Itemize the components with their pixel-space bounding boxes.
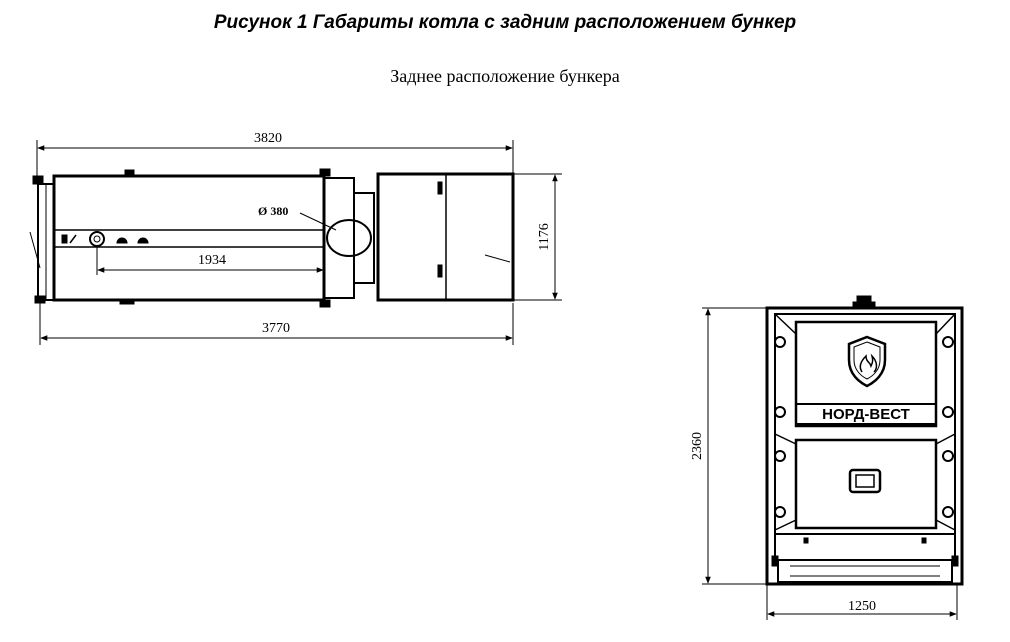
dim-height-front [702, 307, 770, 585]
brand-plate [795, 403, 937, 425]
door-hinges [774, 336, 954, 518]
drawing-subtitle: Заднее расположение бункера [390, 66, 620, 86]
figure-caption: Рисунок 1 Габариты котла с задним распол… [213, 12, 797, 33]
dim-overall-top-label: 3820 [254, 131, 282, 146]
ash-section [771, 533, 959, 583]
dim-width-front [766, 585, 958, 620]
frame-braces [774, 313, 956, 531]
upper-door [794, 320, 938, 428]
side-door-frame [29, 175, 55, 304]
feeder-connector [299, 177, 375, 299]
dim-overall-bottom-label: 3770 [262, 321, 290, 336]
cabinet-frame [765, 306, 964, 586]
dim-height-side [513, 173, 562, 301]
top-connection [852, 295, 876, 309]
lower-door [794, 438, 938, 530]
dim-pipe [96, 246, 324, 275]
brand-label: НОРД-ВЕСТ [822, 406, 910, 423]
dim-overall-bottom [39, 303, 514, 345]
dim-pipe-label: 1934 [198, 253, 226, 268]
front-view [702, 295, 964, 620]
side-view [29, 140, 562, 345]
dim-height-side-label: 1176 [537, 223, 552, 250]
dim-height-front-label: 2360 [690, 432, 705, 460]
fuel-hopper [376, 172, 515, 302]
dim-diameter-label: Ø 380 [258, 204, 288, 218]
dim-width-front-label: 1250 [848, 599, 876, 614]
boiler-body [52, 168, 331, 308]
dim-overall-top [36, 140, 514, 178]
